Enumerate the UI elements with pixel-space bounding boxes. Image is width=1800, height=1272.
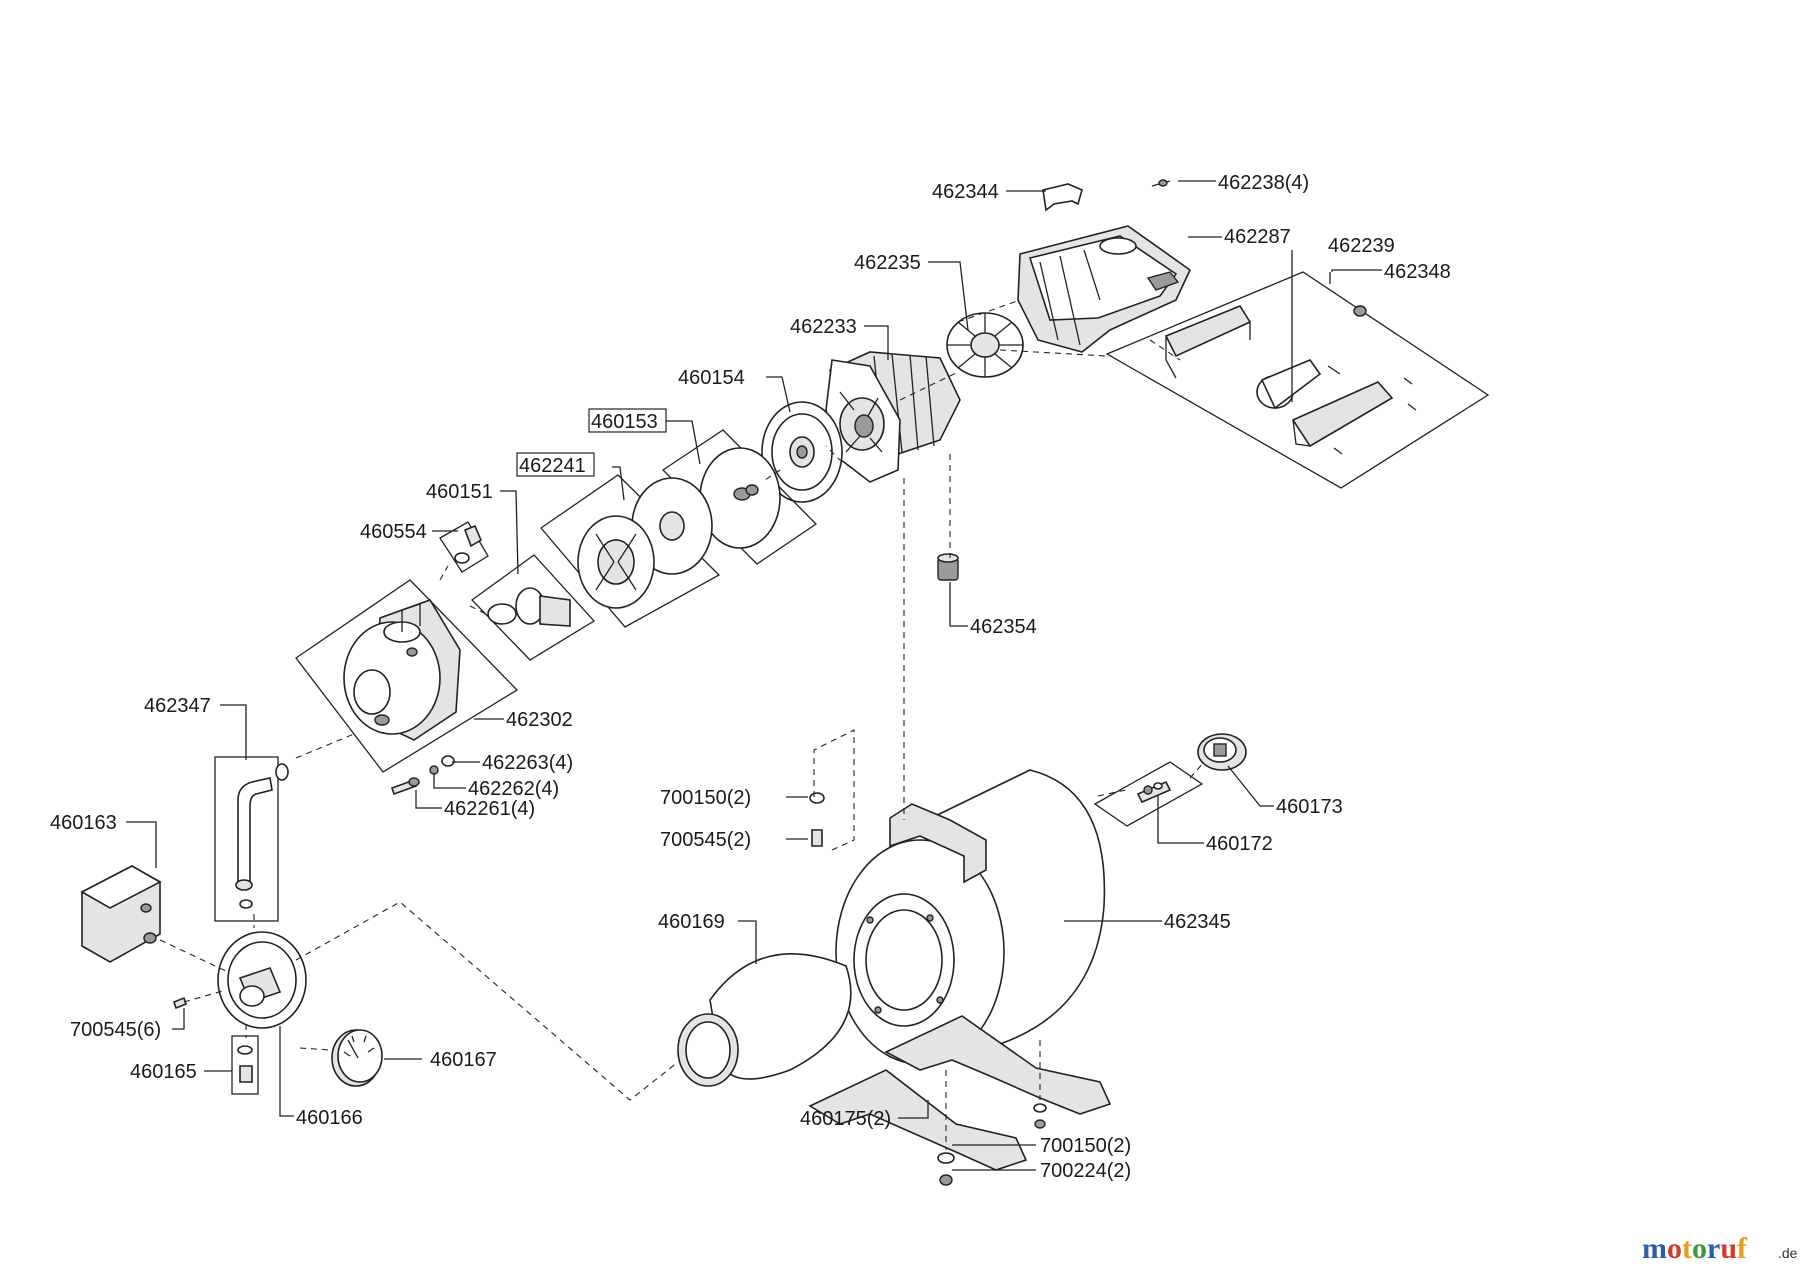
motor-cover-group [761, 179, 1192, 581]
connector-part [237, 1045, 253, 1083]
connector-frame [231, 1035, 259, 1095]
label-460153: 460153 [591, 411, 658, 433]
motoruf-logo-text: motoruf [1642, 1232, 1748, 1265]
venturi-part [487, 587, 571, 627]
box-lid-part [1164, 305, 1252, 358]
cover-screw-part [1151, 179, 1171, 187]
label-462347: 462347 [144, 695, 211, 717]
label-462233: 462233 [790, 316, 857, 338]
label-462261: 462261(4) [444, 798, 535, 820]
tank-part [835, 769, 1106, 1065]
label-460154: 460154 [678, 367, 745, 389]
label-460554: 460554 [360, 521, 427, 543]
label-462235: 462235 [854, 252, 921, 274]
label-box-462241 [516, 452, 595, 477]
membrane-part [677, 953, 852, 1087]
left-side-group [80, 756, 383, 1095]
label-460166: 460166 [296, 1107, 363, 1129]
fan-cover-part [1017, 225, 1192, 353]
tank-cap-part [1197, 733, 1247, 771]
fan-wheel-part [946, 312, 1024, 378]
tank-fasteners-part [809, 792, 1047, 1186]
housing-fasteners-part [390, 755, 455, 796]
cover-clip-part [1042, 183, 1083, 212]
plug-part [937, 553, 959, 581]
label-460172: 460172 [1206, 833, 1273, 855]
assembly-lines [159, 299, 1205, 1150]
label-462262: 462262(4) [468, 778, 559, 800]
venturi-frame [471, 554, 596, 661]
flange-part [217, 931, 307, 1029]
tank-valve-part [1136, 780, 1172, 804]
pressure-switch-part [80, 865, 162, 963]
tank-valve-frame [1093, 761, 1204, 827]
label-462345: 462345 [1164, 911, 1231, 933]
label-462302: 462302 [506, 709, 573, 731]
label-462263: 462263(4) [482, 752, 573, 774]
pump-housing-part [343, 599, 461, 741]
label-700545-left: 700545(6) [70, 1019, 161, 1041]
label-462238: 462238(4) [1218, 172, 1309, 194]
tank-group [677, 733, 1247, 1186]
pump-internals-group [295, 429, 818, 796]
label-460151: 460151 [426, 481, 493, 503]
label-460173: 460173 [1276, 796, 1343, 818]
label-700150-top: 700150(2) [660, 787, 751, 809]
motoruf-logo-suffix: .de [1778, 1245, 1798, 1261]
label-460165: 460165 [130, 1061, 197, 1083]
valve-frame [439, 521, 489, 573]
label-462287: 462287 [1224, 226, 1291, 248]
label-460163: 460163 [50, 812, 117, 834]
pump-housing-frame [295, 579, 519, 773]
capacitor-box-group [1105, 271, 1490, 489]
tank-bracket-part [889, 803, 987, 884]
label-700545-top: 700545(2) [660, 829, 751, 851]
pipe-part [235, 763, 289, 909]
label-462239: 462239 [1328, 235, 1395, 257]
leader-lines [126, 180, 1382, 1171]
label-700150-bottom: 700150(2) [1040, 1135, 1131, 1157]
motoruf-logo: motoruf .de [1642, 1232, 1798, 1265]
label-box-460153 [588, 408, 667, 433]
label-462354: 462354 [970, 616, 1037, 638]
flange-screw-part [173, 996, 187, 1010]
label-460175: 460175(2) [800, 1108, 891, 1130]
valve-part [454, 524, 483, 564]
box-screws-part [1327, 305, 1417, 455]
label-460167: 460167 [430, 1049, 497, 1071]
label-462344: 462344 [932, 181, 999, 203]
motor-part [825, 351, 961, 483]
label-460169: 460169 [658, 911, 725, 933]
seal-plate-part [761, 401, 843, 503]
label-462241: 462241 [519, 455, 586, 477]
pressure-gauge-part [331, 1029, 383, 1087]
label-700224: 700224(2) [1040, 1160, 1131, 1182]
part-labels: 462344 462238(4) 462287 462239 462235 46… [50, 172, 1451, 1182]
box-cover-part [1291, 381, 1394, 448]
label-462348: 462348 [1384, 261, 1451, 283]
